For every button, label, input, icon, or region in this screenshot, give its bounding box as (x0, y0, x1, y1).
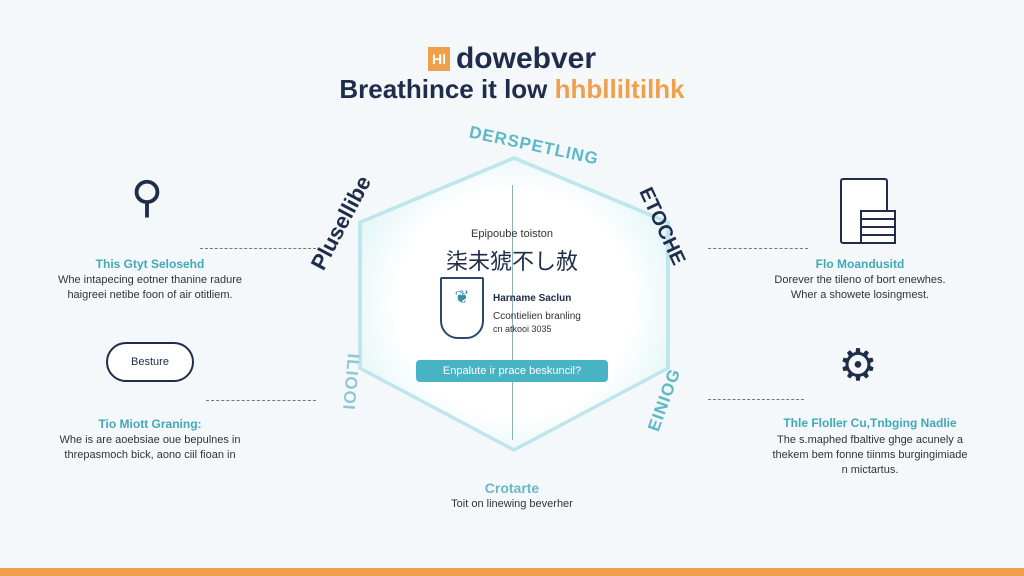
left-item-2-desc: Whe is are aoebsiae oue bepulnes in threp… (30, 433, 270, 463)
desc-line: haigreei netibe foon of air otitliem. (67, 289, 233, 301)
cloud-label: Besture (131, 356, 169, 368)
card-title: Harname Saclun (493, 293, 572, 304)
desc-line: Wher a showete losingmest. (790, 289, 930, 301)
card-line2: cn atkooi 3035 (493, 324, 552, 334)
subtitle-main: Breathince it low (339, 74, 548, 104)
connector-line (206, 400, 316, 401)
connector-line (708, 248, 808, 249)
right-item-2-title: Thle Floller Cu,Tnbging Nadlie (783, 416, 957, 430)
logo: Hl (427, 47, 450, 71)
bottom-desc: Toit on linewing beverher (451, 498, 573, 510)
arc-top-label: DERSPETLING (467, 122, 601, 169)
bottom-title: Crotarte (484, 480, 540, 496)
shield-icon: ❦ (440, 277, 484, 339)
left-item-1-title: This Gtyt Selosehd (95, 257, 205, 271)
right-item-2-desc: The s.maphed fbaltive ghge acunely a thek… (740, 433, 1000, 478)
right-item-1-title: Flo Moandusitd (815, 257, 905, 271)
desc-line: Whe is are aoebsiae oue bepulnes in (59, 434, 241, 446)
card-line1: Ccontielien branling (493, 311, 581, 322)
divider-line (512, 185, 513, 440)
hex-kicker: Epipoube toiston (471, 228, 553, 240)
server-icon (840, 178, 896, 244)
connector-line (200, 248, 316, 249)
footer-bar (0, 568, 1024, 576)
subtitle-accent: hhblliltilhk (554, 74, 685, 104)
cloud-icon: Besture (106, 342, 194, 382)
connector-line (708, 399, 804, 400)
hex-cjk-title: 柒未猇不し赦 (445, 249, 578, 274)
title-text: dowebver (455, 42, 597, 75)
right-item-1-desc: Dorever the tileno of bort enewhes. Wher … (740, 273, 980, 303)
desc-line: The s.maphed fbaltive ghge acunely a (777, 434, 963, 446)
cta-button[interactable]: Enpalute ir prace beskuncil? (416, 360, 608, 382)
desc-line: threpasmoch bick, aono ciil fioan in (64, 449, 236, 461)
desc-line: Whe intapecing eotner thanine radure (57, 274, 243, 286)
meditation-icon: ⚲ (130, 173, 164, 222)
robot-worker-icon: ⚙ (838, 341, 878, 390)
arc-bottom-left-label: ILIOOI (339, 352, 363, 412)
left-item-1-desc: Whe intapecing eotner thanine radure haig… (30, 273, 270, 303)
desc-line: n mictartus. (841, 464, 899, 476)
desc-line: thekem bem fonne tiinms burgingimiade (772, 449, 968, 461)
left-item-2-title: Tio Miott Graning: (98, 417, 202, 431)
header-subtitle: Breathince it low hhblliltilhk (0, 74, 1024, 105)
desc-line: Dorever the tileno of bort enewhes. (774, 274, 946, 286)
